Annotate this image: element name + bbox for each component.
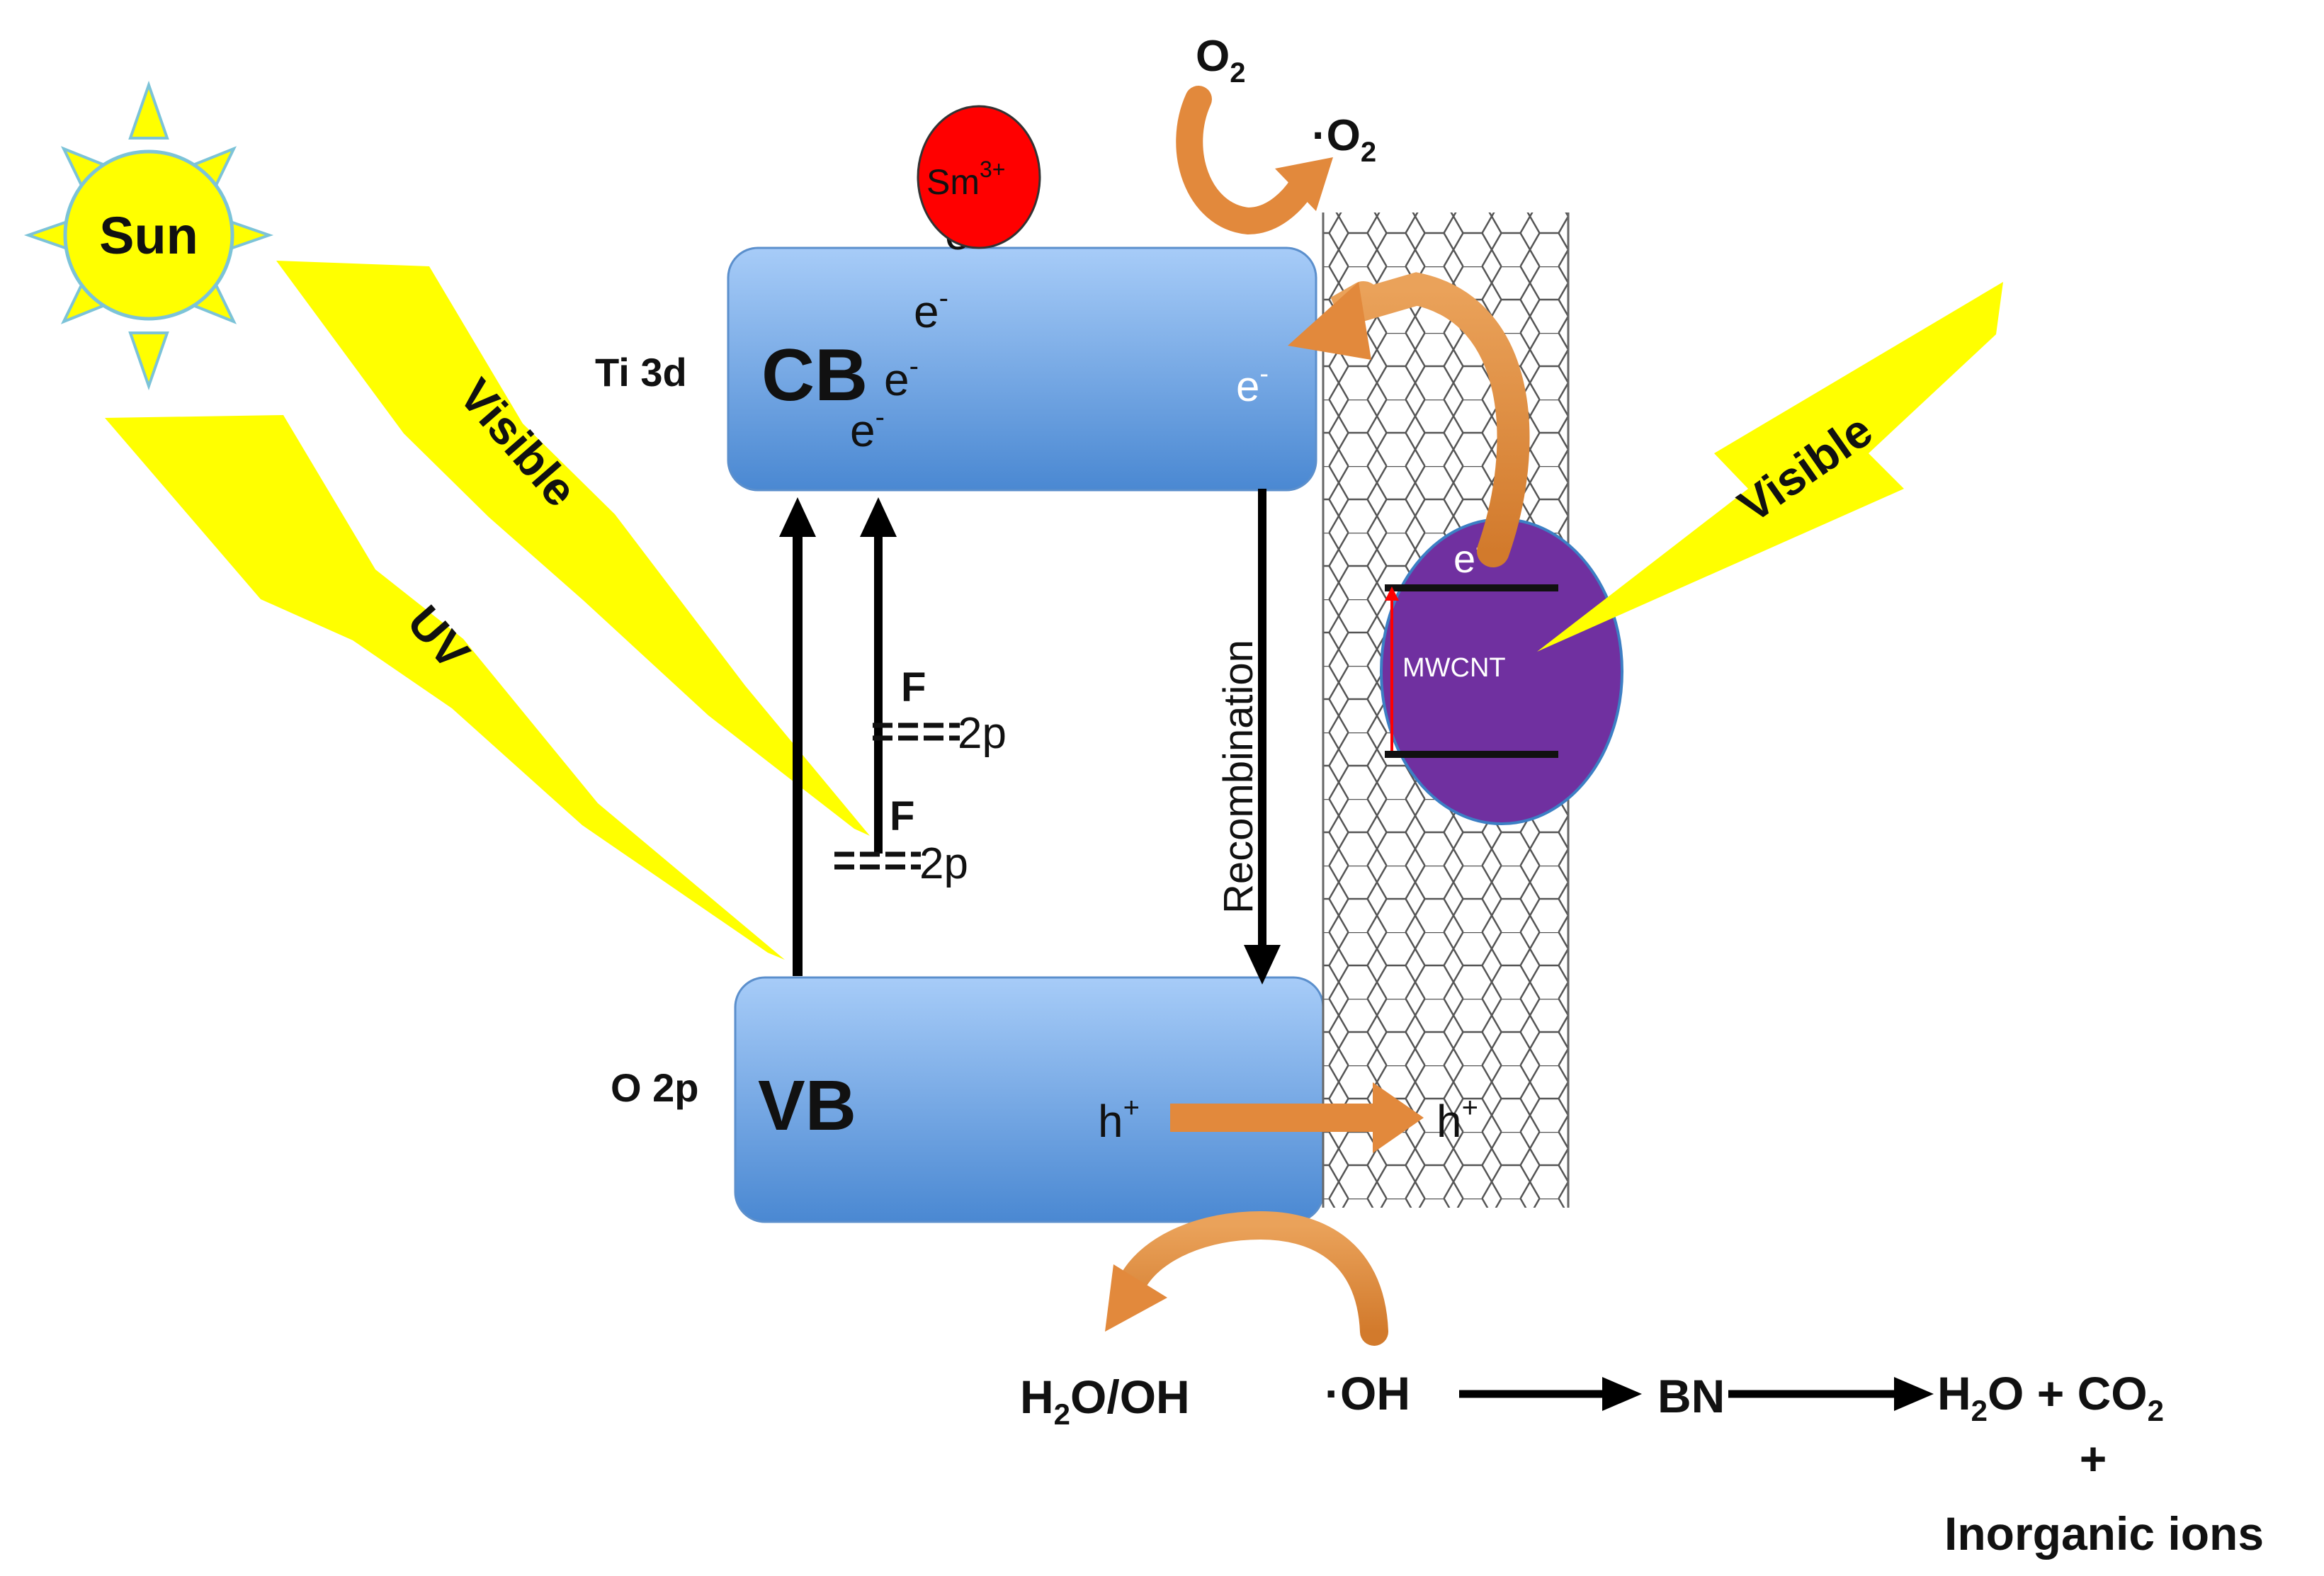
sun: Sun	[23, 80, 274, 391]
sm-dopant-circle	[917, 105, 1041, 249]
superoxide-radical: ·O2	[1312, 111, 1376, 168]
cb-electron: e-	[850, 402, 885, 456]
vb-hole: h+	[1098, 1092, 1140, 1147]
f-orbital: 2p	[958, 709, 1007, 758]
uv-light-ray	[105, 415, 785, 960]
sun-label: Sun	[99, 206, 198, 265]
reaction-arrow-2	[1728, 1377, 1934, 1411]
bn-label: BN	[1657, 1370, 1725, 1422]
oxygen-reduction-arrow	[1176, 86, 1333, 235]
f-symbol: F	[901, 664, 926, 710]
vb-label: VB	[758, 1066, 856, 1145]
vb-orbital-label: O 2p	[611, 1065, 698, 1110]
reaction-arrow-1	[1459, 1377, 1642, 1411]
sun-disc	[63, 149, 234, 321]
mwcnt-label: MWCNT	[1402, 653, 1506, 683]
visible-light-ray-left	[276, 261, 870, 836]
cb-transferred-electron: e-	[1236, 359, 1269, 410]
sm-dopant: Sm3+	[917, 105, 1041, 249]
f-symbol: F	[890, 793, 914, 839]
visible-light-ray-right	[1537, 282, 2003, 652]
hole-transfer-arrow	[1170, 1082, 1424, 1153]
transferred-hole: h+	[1436, 1092, 1478, 1147]
inorganic-ions: Inorganic ions	[1944, 1507, 2264, 1560]
mwcnt-particle: MWCNT e-	[1380, 518, 1623, 825]
sm-dopant-label: Sm3+	[926, 157, 1005, 202]
recombination-label: Recombination	[1215, 640, 1262, 914]
oxygen-molecule: O2	[1196, 32, 1245, 89]
hydroxyl-radical: ·OH	[1325, 1367, 1410, 1419]
products-line: H2O + CO2	[1937, 1367, 2164, 1427]
f-2p-level-upper: F 2p	[873, 664, 1007, 758]
electron-transfer-arrow	[1288, 272, 1530, 567]
cb-electron: e-	[914, 283, 948, 337]
cb-electron: e-	[884, 351, 919, 405]
hydroxyl-formation-arrow	[1105, 1211, 1388, 1346]
cb-orbital-label: Ti 3d	[595, 350, 687, 395]
water-hydroxide: H2O/OH	[1020, 1371, 1190, 1431]
f-orbital: 2p	[919, 839, 968, 888]
excitation-arrows	[779, 497, 897, 976]
recombination-arrow	[1244, 489, 1281, 985]
cb-label: CB	[761, 334, 868, 416]
conduction-band	[727, 246, 1317, 492]
f-2p-level-lower: F 2p	[834, 793, 968, 888]
products-plus: +	[2080, 1432, 2107, 1485]
